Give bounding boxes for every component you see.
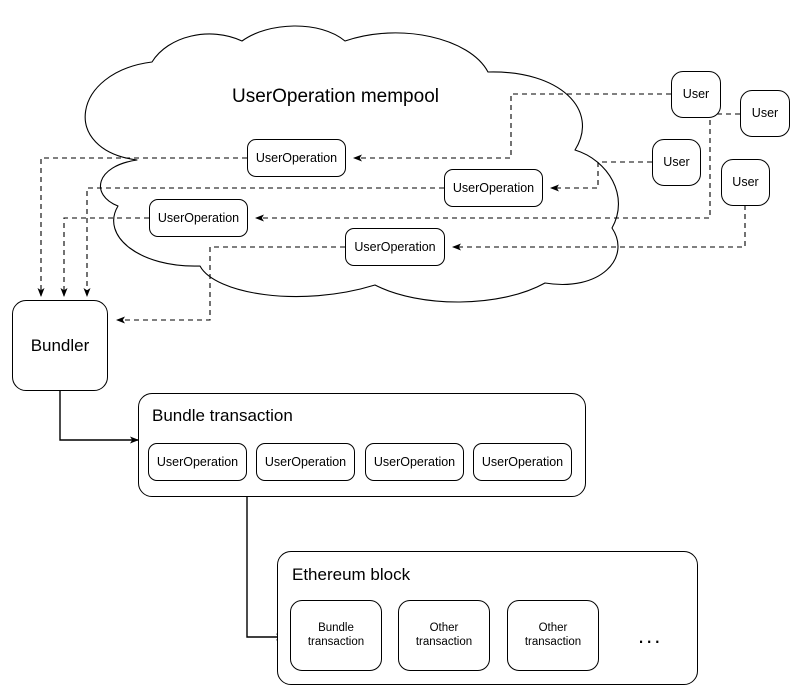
block-transaction-3[interactable]: Other transaction: [507, 600, 599, 671]
bundler-node[interactable]: Bundler: [12, 300, 108, 391]
wire-op3-to-bundler: [60, 217, 149, 297]
block-more-transactions-ellipsis: ...: [638, 623, 663, 648]
block-transaction-3-line1: Other: [538, 622, 568, 635]
block-transaction-1-line2: transaction: [307, 635, 365, 648]
mempool-title: UserOperation mempool: [232, 86, 439, 107]
mempool-useroperation-1[interactable]: UserOperation: [247, 139, 346, 177]
wire-user3-to-op2: [550, 161, 652, 192]
wire-user4-to-op4: [452, 205, 746, 251]
wire-bundler-to-bundle-transaction: [59, 391, 139, 444]
block-transaction-1-line1: Bundle: [318, 622, 354, 635]
user-node-4-label: User: [732, 175, 759, 190]
bundle-useroperation-4[interactable]: UserOperation: [473, 443, 572, 481]
bundle-transaction-title: Bundle transaction: [152, 406, 293, 425]
block-transaction-2-line1: Other: [429, 622, 459, 635]
block-transaction-2[interactable]: Other transaction: [398, 600, 490, 671]
mempool-useroperation-4[interactable]: UserOperation: [345, 228, 445, 266]
bundle-useroperation-4-label: UserOperation: [481, 454, 564, 469]
bundle-useroperation-2[interactable]: UserOperation: [256, 443, 355, 481]
mempool-useroperation-1-label: UserOperation: [255, 150, 338, 165]
bundle-useroperation-1-label: UserOperation: [156, 454, 239, 469]
block-transaction-1[interactable]: Bundle transaction: [290, 600, 382, 671]
bundle-useroperation-3[interactable]: UserOperation: [365, 443, 464, 481]
block-transaction-2-line2: transaction: [415, 635, 473, 648]
bundle-useroperation-2-label: UserOperation: [264, 454, 347, 469]
ethereum-block-title: Ethereum block: [292, 565, 411, 584]
mempool-useroperation-2-label: UserOperation: [452, 180, 535, 195]
bundle-useroperation-1[interactable]: UserOperation: [148, 443, 247, 481]
user-node-2-label: User: [751, 106, 779, 121]
wire-op4-to-bundler: [116, 246, 345, 324]
bundler-label: Bundler: [30, 335, 90, 355]
mempool-useroperation-4-label: UserOperation: [354, 239, 436, 254]
mempool-useroperation-3[interactable]: UserOperation: [149, 199, 248, 237]
user-node-3-label: User: [663, 155, 690, 170]
mempool-useroperation-3-label: UserOperation: [157, 210, 240, 225]
user-node-1-label: User: [682, 87, 710, 102]
user-node-1[interactable]: User: [671, 71, 721, 118]
user-node-2[interactable]: User: [740, 90, 790, 137]
block-transaction-3-line2: transaction: [524, 635, 582, 648]
user-node-4[interactable]: User: [721, 159, 770, 206]
user-node-3[interactable]: User: [652, 139, 701, 186]
bundle-useroperation-3-label: UserOperation: [373, 454, 456, 469]
mempool-useroperation-2[interactable]: UserOperation: [444, 169, 543, 207]
